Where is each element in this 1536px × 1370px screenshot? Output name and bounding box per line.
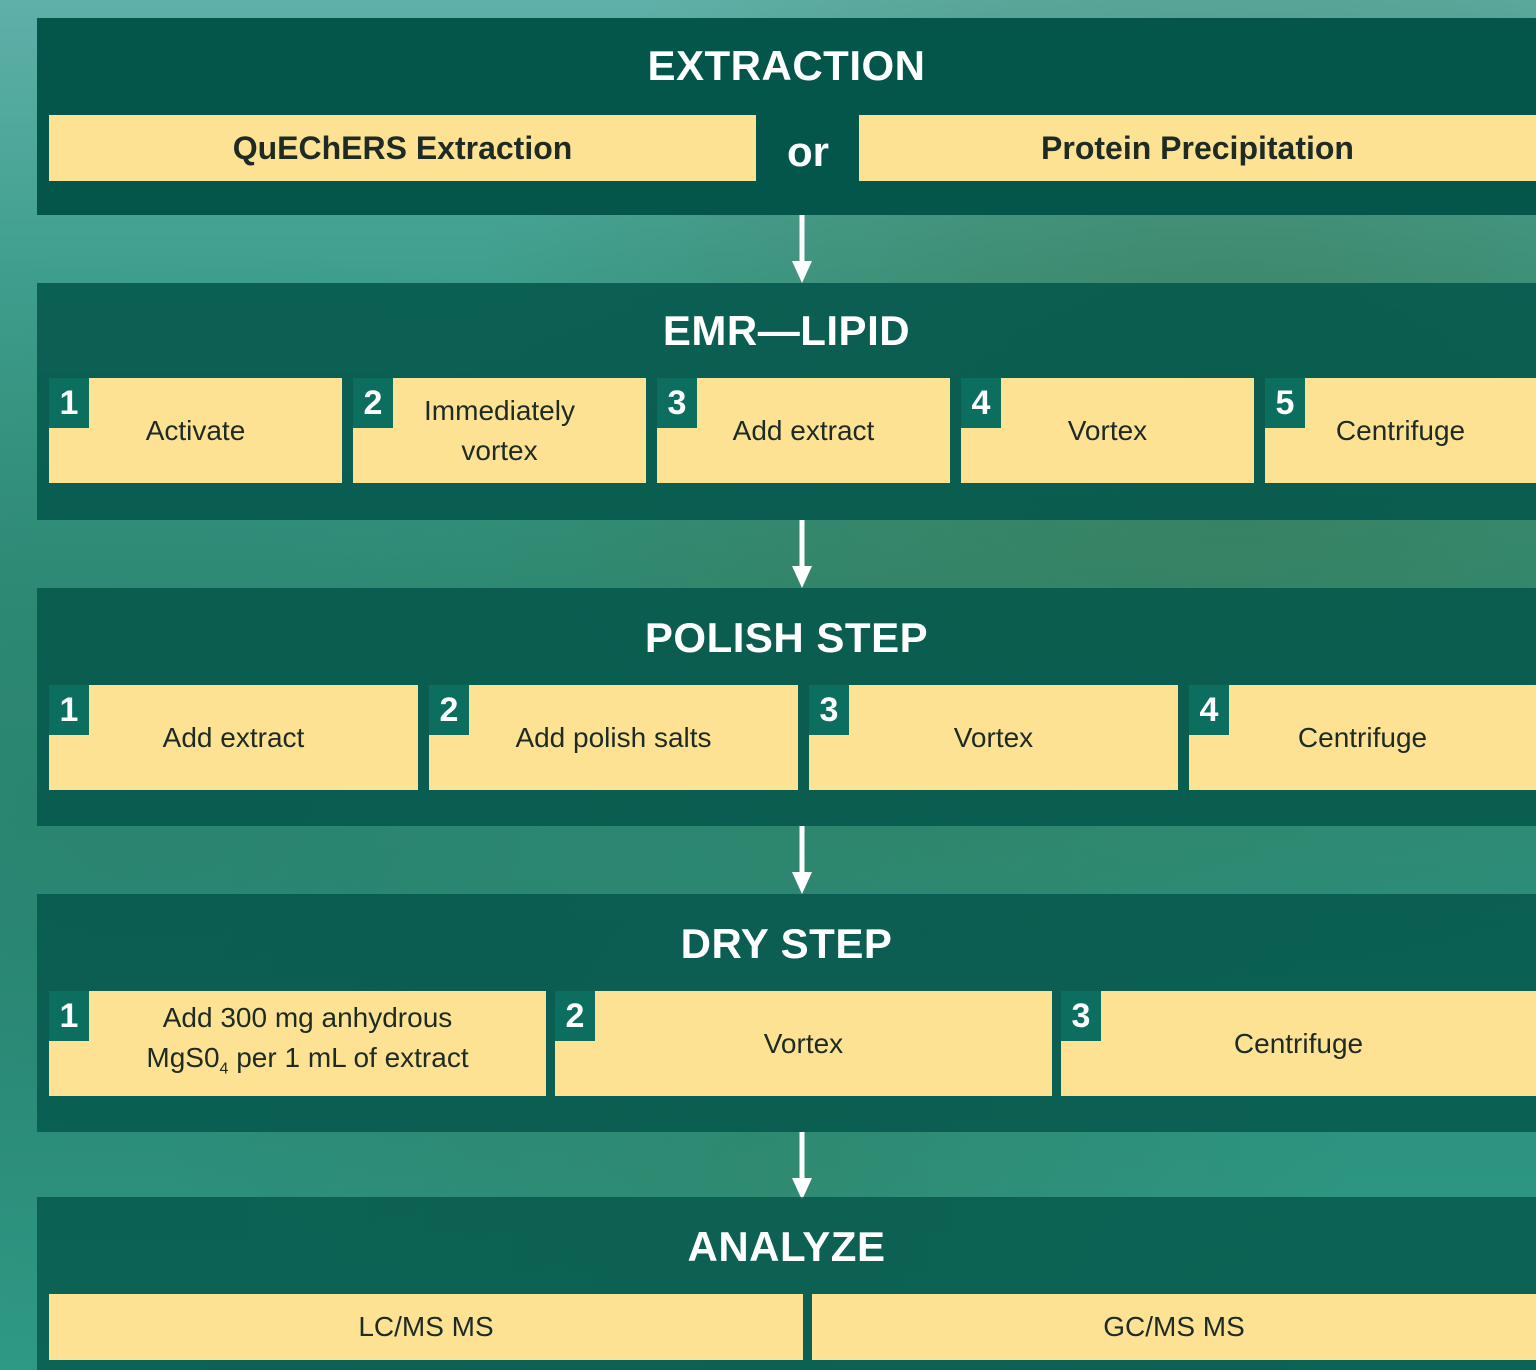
- quechers-extraction-box: QuEChERS Extraction: [49, 115, 756, 181]
- polish-step-2: 2 Add polish salts: [429, 685, 798, 790]
- step-number-badge: 3: [1061, 991, 1101, 1041]
- or-label: or: [787, 128, 829, 175]
- flow-arrow-2: [792, 520, 812, 588]
- step-number-badge: 3: [657, 378, 697, 428]
- dry-step-1: 1 Add 300 mg anhydrous MgS04 per 1 mL of…: [49, 991, 546, 1096]
- step-label: Activate: [145, 414, 246, 446]
- flow-arrow-1: [792, 215, 812, 283]
- step-number-badge: 1: [49, 991, 89, 1041]
- step-number-badge: 2: [555, 991, 595, 1041]
- step-number-badge: 1: [49, 378, 89, 428]
- step-label-line-2: MgS04 per 1 mL of extract: [146, 1038, 468, 1090]
- formula-subscript: 4: [219, 1060, 229, 1078]
- polish-step-4: 4 Centrifuge: [1189, 685, 1536, 790]
- polish-step-3: 3 Vortex: [809, 685, 1178, 790]
- step-label: Add polish salts: [515, 721, 712, 753]
- step-number-badge: 1: [49, 685, 89, 735]
- step-label: Add extract: [732, 414, 875, 446]
- polish-step-panel: POLISH STEP 1 Add extract 2 Add polish s…: [37, 588, 1536, 826]
- extraction-panel: EXTRACTION QuEChERS Extraction or Protei…: [37, 18, 1536, 215]
- extraction-title: EXTRACTION: [647, 42, 926, 89]
- analyze-title: ANALYZE: [687, 1223, 886, 1270]
- analyze-panel: ANALYZE LC/MS MS GC/MS MS: [37, 1197, 1536, 1370]
- polish-step-title: POLISH STEP: [644, 614, 929, 661]
- step-label: Vortex: [1067, 414, 1148, 446]
- step-label: Centrifuge: [1335, 414, 1466, 446]
- dry-step-title: DRY STEP: [680, 920, 893, 967]
- step-label: Add 300 mg anhydrous MgS04 per 1 mL of e…: [146, 998, 468, 1090]
- lc-ms-ms-box: LC/MS MS: [49, 1294, 803, 1360]
- emr-lipid-title: EMR—LIPID: [662, 307, 911, 354]
- polish-step-1: 1 Add extract: [49, 685, 418, 790]
- emr-step-5: 5 Centrifuge: [1265, 378, 1536, 483]
- step-number-badge: 2: [353, 378, 393, 428]
- flow-arrow-4: [792, 1132, 812, 1200]
- dry-step-3: 3 Centrifuge: [1061, 991, 1536, 1096]
- step-label: Immediately vortex: [424, 394, 575, 466]
- dry-step-panel: DRY STEP 1 Add 300 mg anhydrous MgS04 pe…: [37, 894, 1536, 1132]
- step-number-badge: 3: [809, 685, 849, 735]
- gc-ms-ms-box: GC/MS MS: [812, 1294, 1536, 1360]
- emr-step-3: 3 Add extract: [657, 378, 950, 483]
- step-label: Vortex: [953, 721, 1034, 753]
- step-label-suffix: per 1 mL of extract: [228, 1041, 469, 1073]
- protein-precipitation-label: Protein Precipitation: [1041, 130, 1354, 166]
- quechers-extraction-label: QuEChERS Extraction: [232, 130, 573, 166]
- emr-lipid-panel: EMR—LIPID 1 Activate 2 Immediately vorte…: [37, 283, 1536, 520]
- protein-precipitation-box: Protein Precipitation: [859, 115, 1536, 181]
- flow-arrow-3: [792, 826, 812, 894]
- step-label: Vortex: [763, 1027, 844, 1059]
- emr-step-4: 4 Vortex: [961, 378, 1254, 483]
- formula-text: MgS0: [146, 1041, 220, 1073]
- step-label-line-1: Add 300 mg anhydrous: [162, 1001, 453, 1033]
- dry-step-2: 2 Vortex: [555, 991, 1052, 1096]
- gc-ms-ms-label: GC/MS MS: [1103, 1311, 1245, 1342]
- lc-ms-ms-label: LC/MS MS: [358, 1311, 494, 1342]
- step-label: Add extract: [162, 721, 305, 753]
- step-number-badge: 4: [1189, 685, 1229, 735]
- emr-step-1: 1 Activate: [49, 378, 342, 483]
- step-number-badge: 4: [961, 378, 1001, 428]
- step-label: Centrifuge: [1233, 1027, 1364, 1059]
- step-number-badge: 2: [429, 685, 469, 735]
- step-label: Centrifuge: [1297, 721, 1428, 753]
- step-number-badge: 5: [1265, 378, 1305, 428]
- emr-step-2: 2 Immediately vortex: [353, 378, 646, 483]
